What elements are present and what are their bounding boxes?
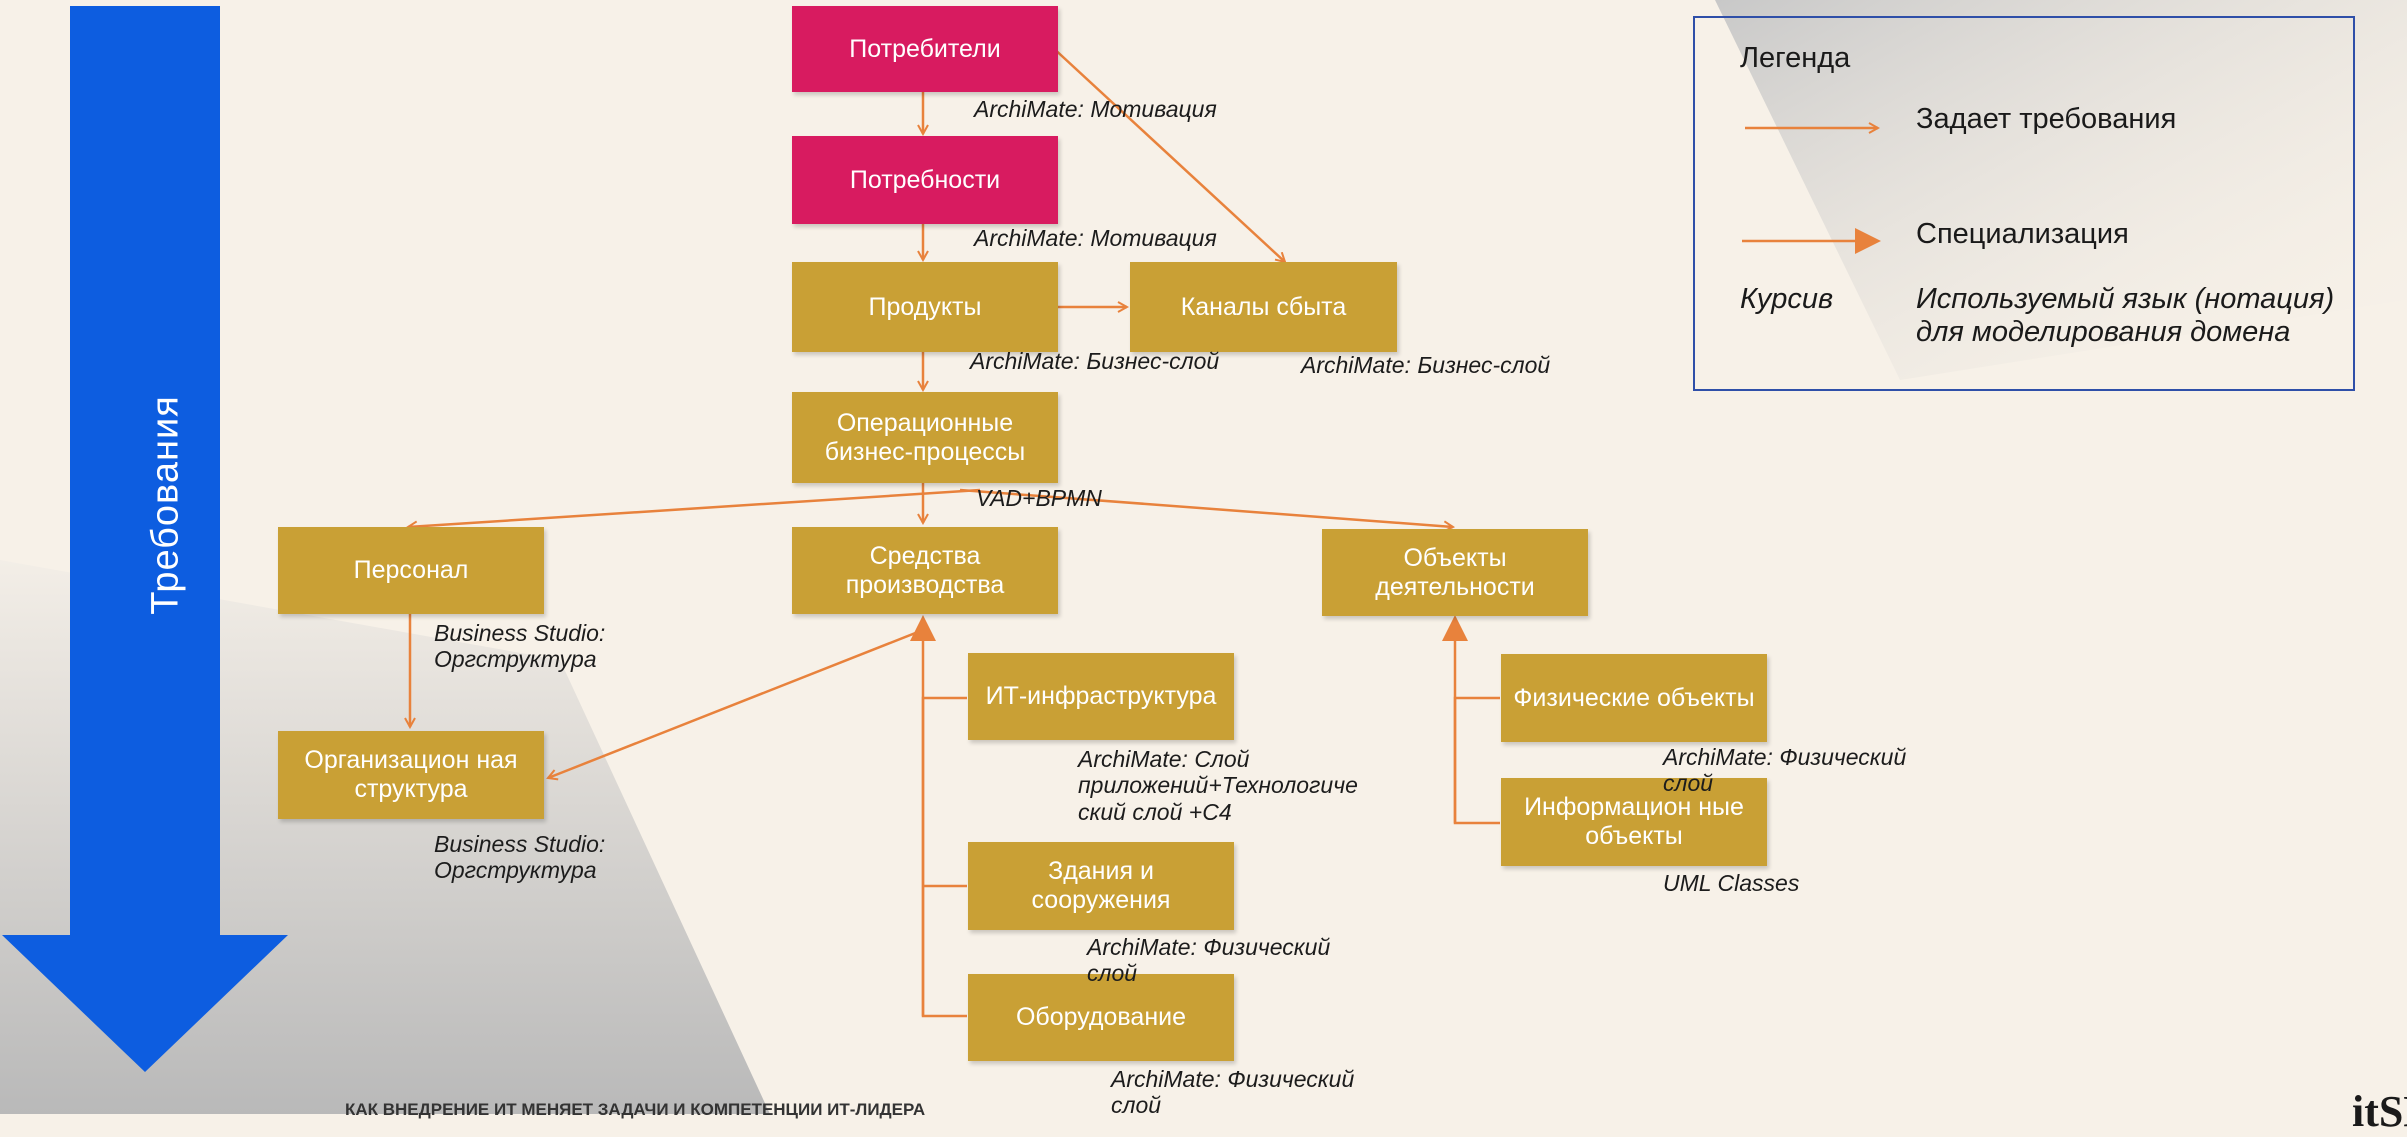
node-org-structure[interactable]: Организацион ная структура — [278, 731, 544, 819]
background-shapes — [0, 0, 2407, 1114]
node-channels[interactable]: Каналы сбыта — [1130, 262, 1397, 352]
notation-needs: ArchiMate: Мотивация — [974, 225, 1217, 251]
notation-it-infrastructure: ArchiMate: Слой приложений+Технологиче с… — [1078, 746, 1358, 825]
legend-title: Легенда — [1740, 42, 1851, 74]
notation-physical-objects: ArchiMate: Физический слой — [1663, 744, 1907, 797]
node-information-objects[interactable]: Информацион ные объекты — [1501, 778, 1767, 866]
node-physical-objects[interactable]: Физические объекты — [1501, 654, 1767, 742]
legend: Легенда Задает требования Специализация … — [1693, 16, 2355, 391]
node-personnel[interactable]: Персонал — [278, 527, 544, 614]
legend-italic-description: Используемый язык (нотация) для моделиро… — [1916, 283, 2335, 349]
connector-means-org — [548, 628, 924, 778]
notation-personnel: Business Studio: Оргструктура — [434, 620, 606, 673]
connector-operational-personnel — [408, 488, 981, 527]
node-equipment[interactable]: Оборудование — [968, 974, 1234, 1061]
legend-italic-key: Курсив — [1740, 283, 1834, 315]
node-means[interactable]: Средства производства — [792, 527, 1058, 614]
notation-products: ArchiMate: Бизнес-слой — [970, 348, 1220, 374]
requirements-label: Требования — [144, 395, 187, 615]
node-it-infrastructure[interactable]: ИТ-инфраструктура — [968, 653, 1234, 740]
requirements-arrow — [2, 6, 288, 1072]
notation-operational: VAD+BPMN — [976, 485, 1102, 511]
connector-consumers-channels — [1049, 44, 1285, 262]
connectors — [408, 44, 1881, 1018]
notation-consumers: ArchiMate: Мотивация — [974, 96, 1217, 122]
notation-buildings: ArchiMate: Физический слой — [1087, 934, 1331, 987]
node-objects[interactable]: Объекты деятельности — [1322, 529, 1588, 616]
node-consumers[interactable]: Потребители — [792, 6, 1058, 92]
specialization-lines-means — [921, 696, 967, 1018]
node-operational[interactable]: Операционные бизнес-процессы — [792, 392, 1058, 483]
node-buildings[interactable]: Здания и сооружения — [968, 842, 1234, 930]
node-needs[interactable]: Потребности — [792, 136, 1058, 224]
grey-corner-shape — [1715, 0, 2407, 380]
legend-specialization-label: Специализация — [1916, 218, 2129, 250]
node-products[interactable]: Продукты — [792, 262, 1058, 352]
notation-equipment: ArchiMate: Физический слой — [1111, 1066, 1355, 1119]
connector-operational-objects — [959, 488, 1453, 527]
footer-note: КАК ВНЕДРЕНИЕ ИТ МЕНЯЕТ ЗАДАЧИ И КОМПЕТЕ… — [345, 1100, 926, 1119]
itsmf-logo: itSMF — [2352, 1087, 2407, 1136]
notation-org-structure: Business Studio: Оргструктура — [434, 831, 606, 884]
notation-information-objects: UML Classes — [1663, 870, 1800, 896]
notation-channels: ArchiMate: Бизнес-слой — [1301, 352, 1551, 378]
legend-requirement-label: Задает требования — [1916, 103, 2177, 135]
specialization-lines-objects — [1453, 696, 1500, 825]
